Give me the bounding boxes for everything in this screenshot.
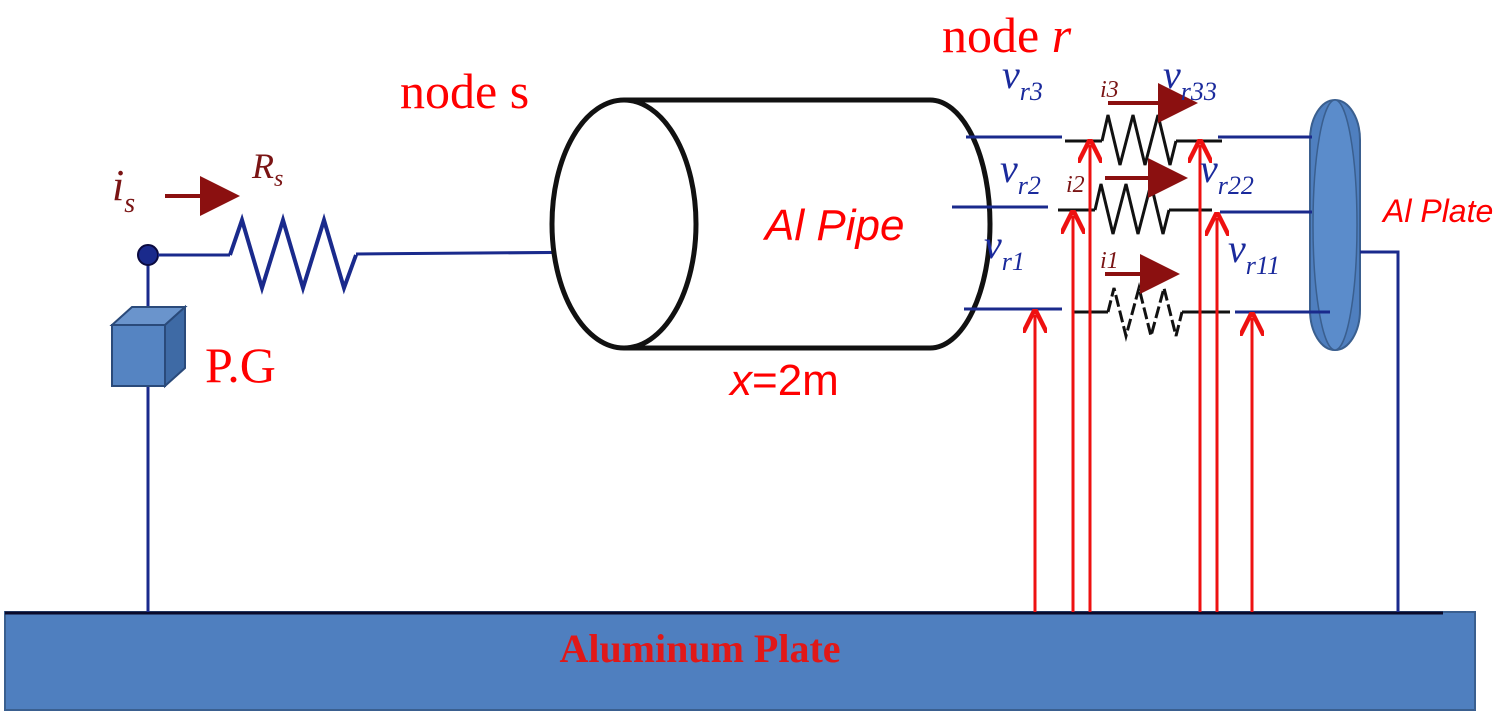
probe-lines <box>1035 145 1252 612</box>
vr11-label: vr11 <box>1228 226 1280 280</box>
current-source-label: is <box>112 161 135 219</box>
ground-plate <box>4 611 1476 711</box>
al-plate-right <box>1309 99 1361 351</box>
source-resistor-label: Rs <box>251 146 283 192</box>
aluminum-pipe <box>549 97 993 351</box>
vr3-label: vr3 <box>1002 52 1043 106</box>
vr33-label: vr33 <box>1163 52 1217 106</box>
pipe-label: Al Pipe <box>762 201 904 250</box>
al-plate-right-label: Al Plate <box>1381 193 1493 229</box>
pulse-generator-label: P.G <box>205 337 276 393</box>
i2-label: i2 <box>1066 172 1085 198</box>
ground-plate-label: Aluminum Plate <box>559 626 840 671</box>
pipe-length-label: x=2m <box>728 356 839 405</box>
node-r-label: node r <box>942 7 1072 63</box>
branch2-resistor <box>1093 183 1171 235</box>
branch3-resistor <box>1100 114 1178 166</box>
node-s-label: node s <box>400 63 529 119</box>
vr2-label: vr2 <box>1000 146 1041 200</box>
i1-label: i1 <box>1100 248 1119 274</box>
vr1-label: vr1 <box>984 222 1025 276</box>
vr22-label: vr22 <box>1200 146 1254 200</box>
al-plate-ground-wire <box>1360 250 1400 612</box>
pulse-generator-box <box>109 304 188 389</box>
i3-label: i3 <box>1100 77 1119 103</box>
branch1-resistor <box>1106 282 1184 342</box>
source-resistor <box>228 213 358 295</box>
source-node-dot <box>137 244 159 266</box>
